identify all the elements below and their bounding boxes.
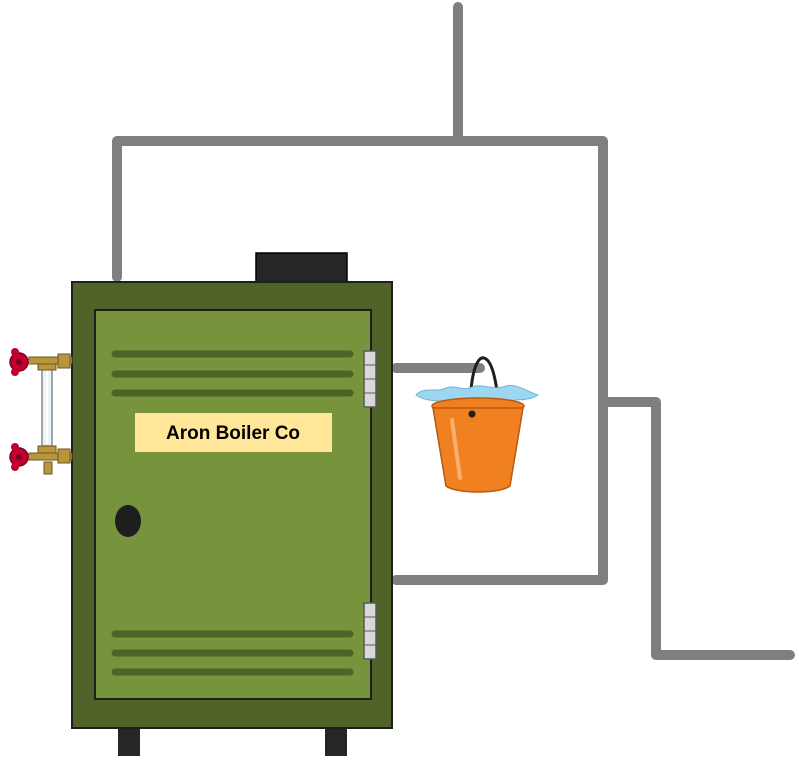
door-knob[interactable]: [115, 505, 141, 537]
sight-glass-icon: [28, 353, 73, 475]
steam-header-pipe: [112, 136, 608, 585]
valve-handwheel-icon[interactable]: [9, 443, 31, 471]
lower-hinge: [363, 602, 377, 660]
flue-outlet: [255, 252, 348, 284]
upper-hinge: [363, 350, 377, 408]
right-foot: [325, 728, 347, 756]
piping: [112, 2, 795, 660]
boiler-door[interactable]: [94, 309, 372, 700]
top-vent-slots: [111, 350, 354, 397]
bucket-handle-pivot: [468, 410, 476, 418]
left-foot: [118, 728, 140, 756]
bucket-handle: [468, 356, 500, 415]
nameplate: [135, 413, 332, 452]
nameplate-text: Aron Boiler Co: [166, 423, 300, 444]
bucket-icon: [415, 356, 540, 493]
drain-pipe: [598, 397, 795, 660]
bucket-body: [432, 407, 524, 493]
bottom-vent-slots: [111, 630, 354, 676]
valve-handwheel-icon[interactable]: [9, 348, 31, 376]
bucket-shine: [450, 418, 462, 480]
